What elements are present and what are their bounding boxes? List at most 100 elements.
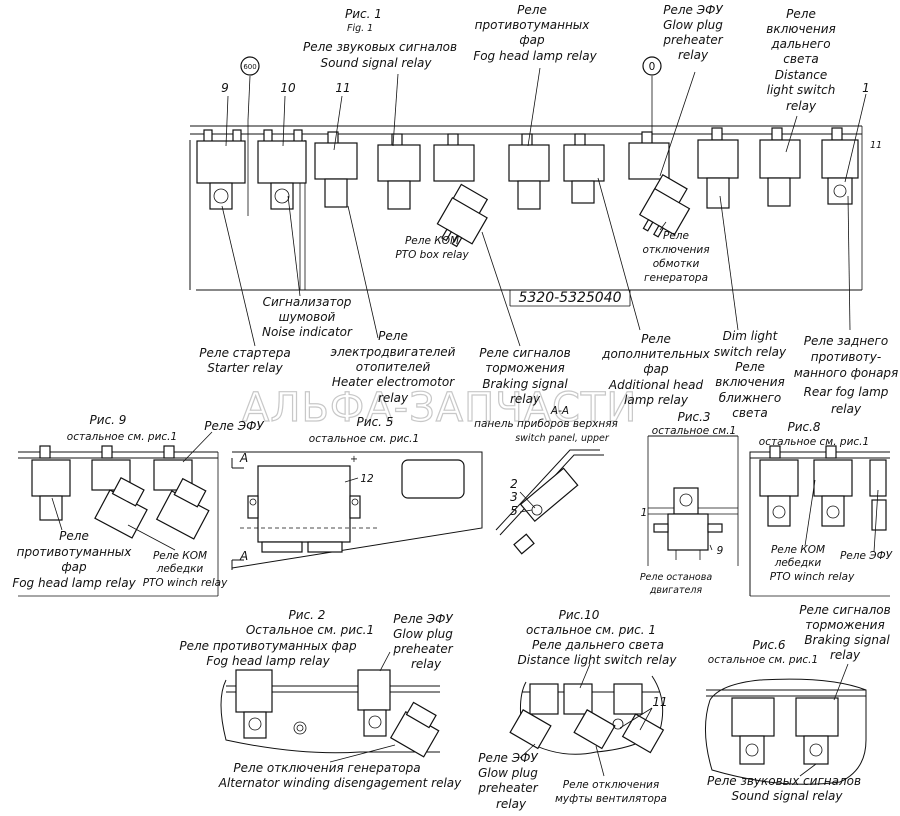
label-text: Рис. 2: [289, 608, 326, 622]
section-aa: [495, 449, 604, 555]
label-text: PTO box relay: [395, 249, 469, 261]
label-text: отключения: [642, 244, 709, 256]
label-text: Рис.10: [559, 608, 600, 622]
fig5-title: Рис. 5 остальное см. рис.1: [309, 415, 419, 445]
label-text: preheater: [392, 642, 453, 656]
section-aa-num-5: 5: [510, 504, 518, 518]
label-text: Реле ЭФУ: [663, 3, 723, 17]
label-text: Реле: [378, 329, 408, 343]
circle-600-text: 600: [243, 63, 256, 71]
label-text: двигателя: [649, 585, 703, 596]
fig6-title: Рис.6 остальное см. рис.1: [708, 638, 818, 666]
label-text: Glow plug: [478, 766, 538, 780]
fig2-title: Рис. 2 Остальное см. рис.1: [246, 608, 374, 637]
label-fog-head: Реле противотуманных фар Fog head lamp r…: [473, 3, 597, 63]
fig10-glow-label: Реле ЭФУ Glow plug preheater relay: [477, 751, 538, 811]
label-text: Остальное см. рис.1: [246, 623, 374, 637]
label-text: Реле КОМ: [771, 544, 825, 556]
label-text: фар: [643, 362, 669, 376]
fig10-panel: [509, 663, 665, 777]
label-text: Сигнализатор: [263, 295, 352, 309]
fig9-title: Рис. 9 остальное см. рис.1: [67, 413, 177, 443]
label-text: Distance: [775, 68, 827, 82]
label-text: Реле ЭФУ: [393, 612, 453, 626]
label-text: Рис. 5: [357, 415, 394, 429]
label-text: муфты вентилятора: [555, 793, 667, 805]
fig3-num-1: 1: [641, 507, 648, 519]
label-text: Fog head lamp relay: [206, 654, 330, 668]
circle-0-text: 0: [649, 61, 656, 73]
label-text: фар: [61, 560, 87, 574]
label-text: preheater: [662, 33, 723, 47]
label-text: Alternator winding disengagement relay: [218, 776, 462, 790]
label-pto-box: Реле КОМ PTO box relay: [395, 235, 469, 261]
label-text: Реле КОМ: [153, 550, 207, 562]
label-text: генератора: [644, 272, 708, 284]
label-11b: 11: [870, 140, 882, 151]
fig8-panel: [749, 445, 890, 597]
label-text: Реле противотуманных фар: [179, 639, 357, 653]
label-text: Реле отключения генератора: [233, 761, 420, 775]
label-text: Реле: [786, 7, 816, 21]
label-text: Реле КОМ: [405, 235, 459, 247]
label-text: Реле стартера: [199, 346, 290, 360]
label-text: Heater electromotor: [332, 375, 455, 389]
label-text: Sound signal relay: [731, 789, 843, 803]
label-text: дальнего: [770, 37, 830, 51]
label-text: противоту-: [811, 350, 881, 364]
fig10-fan-label: Реле отключения муфты вентилятора: [555, 779, 667, 805]
fig2-panel: [220, 651, 440, 763]
label-text: relay: [830, 648, 861, 662]
label-text: манного фонаря: [794, 366, 899, 380]
label-text: противотуманных: [475, 18, 591, 32]
circle-600: [240, 56, 260, 76]
label-text: обмотки: [653, 258, 700, 270]
relay-additional: [563, 133, 605, 204]
label-text: Rear fog lamp: [804, 385, 889, 399]
label-noise-indicator: Сигнализатор шумовой Noise indicator: [262, 295, 353, 339]
circle-0: [642, 56, 662, 76]
label-text: Noise indicator: [262, 325, 353, 339]
label-text: дополнительных: [601, 347, 711, 361]
label-text: лебедки: [156, 563, 204, 575]
fig8-pto-label: Реле КОМ лебедки PTO winch relay: [770, 544, 855, 583]
label-rear-fog: Реле заднего противоту- манного фонаря R…: [794, 334, 899, 416]
label-text: PTO winch relay: [143, 577, 228, 589]
label-text: Реле отключения: [563, 779, 659, 791]
label-text: Starter relay: [207, 361, 283, 375]
label-text: Glow plug: [393, 627, 453, 641]
section-aa-num-2: 2: [510, 477, 518, 491]
fig5-panel: +: [231, 451, 483, 570]
fig3-panel: [647, 435, 739, 566]
label-text: relay: [831, 402, 862, 416]
label-alternator-off: Реле отключения обмотки генератора: [642, 230, 709, 284]
label-heater-electromotor: Реле электродвигателей отопителей Heater…: [331, 329, 456, 405]
relay-dim: [697, 127, 739, 209]
label-text: Рис.3: [677, 410, 710, 424]
label-text: Рис.8: [787, 420, 820, 434]
fig2-fog-label: Реле противотуманных фар Fog head lamp r…: [179, 639, 357, 668]
label-text: шумовой: [279, 310, 336, 324]
label-text: Braking signal: [804, 633, 890, 647]
label-text: switch relay: [714, 345, 787, 359]
label-text: света: [732, 406, 767, 420]
svg-text:+: +: [350, 454, 358, 465]
fig5-section-a-top: A: [239, 451, 248, 465]
label-text: электродвигателей: [331, 345, 456, 359]
label-text: Sound signal relay: [320, 56, 432, 70]
relay-sound: [377, 133, 421, 210]
leader-lines-main: [221, 67, 867, 347]
label-text: торможения: [485, 361, 564, 375]
fig5-section-a-bottom: A: [239, 549, 248, 563]
label-text: света: [783, 52, 818, 66]
label-text: Реле сигналов: [799, 603, 890, 617]
label-distance-light: Реле включения дальнего света Distance l…: [766, 7, 835, 113]
fig2-alt-label: Реле отключения генератора Alternator wi…: [218, 761, 462, 790]
label-text: Реле дальнего света: [532, 638, 664, 652]
label-additional-head: Реле дополнительных фар Additional head …: [601, 332, 711, 407]
fig3-num-9: 9: [717, 545, 724, 557]
label-text: отопителей: [356, 360, 431, 374]
section-aa-title: А-А: [550, 405, 569, 417]
